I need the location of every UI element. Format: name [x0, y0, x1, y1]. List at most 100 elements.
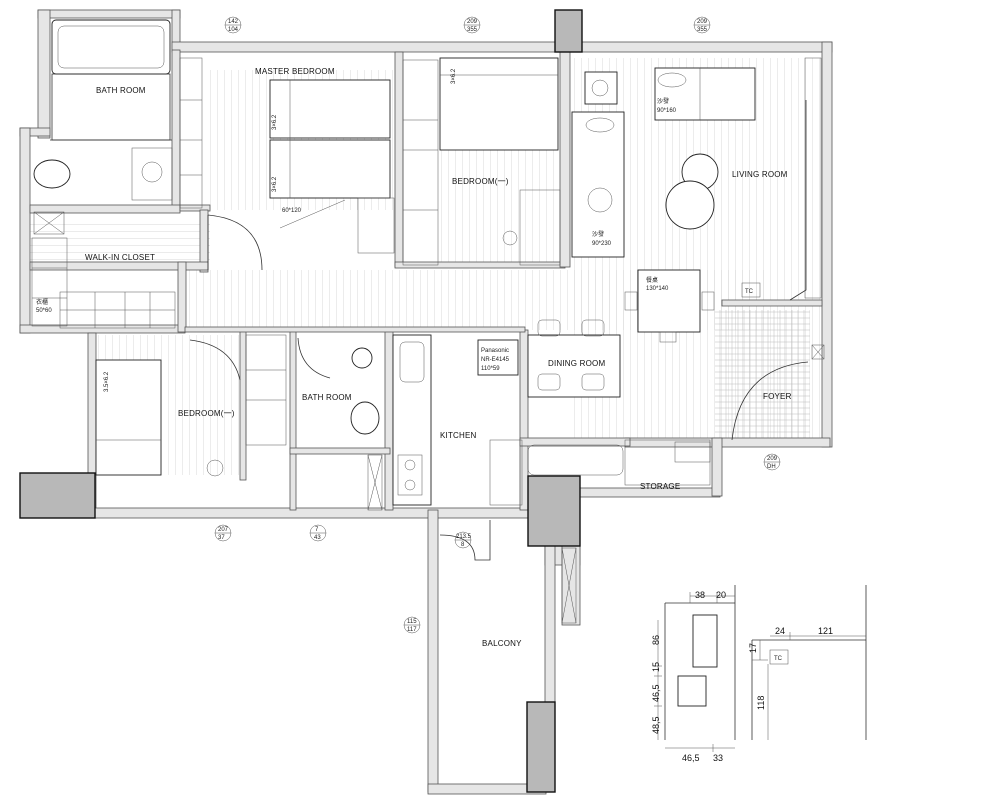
bedroom-lower-bed [95, 359, 162, 476]
room-label-bedroom-lower: BEDROOM(一) [178, 409, 235, 418]
room-label-living-room: LIVING ROOM [732, 170, 788, 179]
detail-b-top-2: 121 [818, 626, 833, 636]
detail-b: 17 24 121 TC 118 [748, 585, 867, 740]
master-bed-1-size: 3×6.2 [272, 114, 278, 130]
fridge-size: 110*59 [481, 366, 500, 372]
master-bed-1 [269, 79, 391, 139]
marker-top: 209 [697, 19, 708, 25]
column-left [19, 472, 96, 519]
living-room: LIVING ROOM 沙發 90*160 沙發 90*230 [571, 57, 822, 301]
fridge [477, 339, 519, 376]
master-bed-2 [269, 139, 391, 199]
balcony: BALCONY [439, 520, 577, 648]
marker: 209 DH [763, 453, 781, 471]
dining-area: DINING ROOM 餐桌 130*140 [527, 269, 715, 398]
sofa-small [654, 67, 756, 121]
marker-top: 142 [228, 19, 239, 25]
marker: 142 104 [224, 16, 242, 34]
section-markers: 142 104 209 355 209 355 209 DH 207 37 [214, 16, 781, 634]
room-label-master-bedroom: MASTER BEDROOM [255, 67, 335, 76]
structural-columns [19, 9, 583, 793]
marker: 213.5 8 [454, 531, 472, 549]
kitchen: KITCHEN Panasonic NR-E4145 110*59 [392, 334, 624, 506]
wardrobe-size: 50*60 [36, 308, 52, 314]
sofa-small-size: 90*160 [657, 108, 677, 114]
sofa-long-label: 沙發 [592, 230, 604, 238]
room-label-bath-lower: BATH ROOM [302, 393, 352, 402]
detail-b-side: 118 [756, 696, 766, 710]
room-label-bath-top: BATH ROOM [96, 86, 146, 95]
marker-bottom: 37 [218, 535, 225, 541]
bath-top: BATH ROOM [33, 19, 173, 235]
sofa-long [571, 111, 625, 258]
detail-a-upper-box [692, 614, 718, 668]
marker-bottom: 104 [228, 27, 239, 33]
room-label-storage: STORAGE [640, 482, 680, 491]
wardrobe-label: 衣櫃 [36, 298, 48, 306]
marker-bottom: 43 [314, 535, 321, 541]
master-bed-spacing: 60*120 [282, 208, 302, 214]
detail-a-top-2: 20 [716, 590, 726, 600]
marker: 209 355 [463, 16, 481, 34]
marker-bottom: 117 [407, 627, 417, 633]
tc-box-label: TC [745, 289, 754, 295]
marker: 207 37 [214, 524, 232, 542]
marker: 209 355 [693, 16, 711, 34]
bedroom-lower-bed-size: 3.5×6.2 [104, 371, 110, 392]
marker-top: 209 [767, 456, 778, 462]
detail-a-left-4: 48,5 [651, 716, 661, 734]
room-label-balcony: BALCONY [482, 639, 522, 648]
bedroom-one-bed-size: 3×6.2 [451, 68, 457, 84]
bedroom-lower: BEDROOM(一) 3.5×6.2 [95, 334, 287, 477]
column-top [554, 9, 583, 53]
room-label-walk-in-closet: WALK-IN CLOSET [85, 253, 155, 262]
foyer: TC FOYER [731, 282, 825, 441]
detail-a-bottom-1: 46,5 [682, 753, 700, 763]
master-bed-2-size: 3×6.2 [272, 176, 278, 192]
marker: 7 43 [309, 524, 327, 542]
detail-a-bottom-2: 33 [713, 753, 723, 763]
marker-bottom: DH [767, 464, 776, 470]
room-label-dining-room: DINING ROOM [548, 359, 605, 368]
room-label-foyer: FOYER [763, 392, 792, 401]
master-bedroom: MASTER BEDROOM 3×6.2 3×6.2 60*120 [179, 57, 395, 271]
detail-a-left-1: 86 [651, 635, 661, 645]
bedroom-one-bed [439, 57, 559, 151]
bedroom-one: BEDROOM(一) 3×6.2 [402, 57, 561, 266]
detail-b-tc: TC [774, 656, 783, 662]
marker-top: 209 [467, 19, 478, 25]
interior-walls [29, 49, 823, 511]
room-label-kitchen: KITCHEN [440, 431, 477, 440]
marker-top: 207 [218, 527, 229, 533]
detail-a: 38 20 86 15 46,5 48,5 46,5 33 [651, 585, 736, 763]
detail-a-left-3: 46,5 [651, 684, 661, 702]
fridge-brand: Panasonic [481, 348, 509, 354]
bath-lower: BATH ROOM [297, 337, 383, 511]
exterior-walls [19, 9, 833, 795]
column-center [527, 475, 581, 547]
detail-a-top-1: 38 [695, 590, 705, 600]
detail-b-top-1: 24 [775, 626, 785, 636]
room-label-bedroom-one: BEDROOM(一) [452, 177, 509, 186]
column-balcony [526, 701, 556, 793]
tv-cabinet [584, 71, 618, 105]
marker-top: 213.5 [456, 534, 472, 540]
detail-a-lower-box [677, 675, 707, 707]
marker-bottom: 355 [697, 27, 708, 33]
sofa-small-label: 沙發 [657, 97, 669, 105]
marker-bottom: 8 [461, 542, 465, 548]
dining-table-size: 130*140 [646, 286, 669, 292]
walk-in-closet: WALK-IN CLOSET 衣櫃 50*60 [31, 237, 176, 329]
sofa-long-size: 90*230 [592, 241, 612, 247]
storage: STORAGE [624, 439, 711, 491]
marker-bottom: 355 [467, 27, 478, 33]
marker-top: 7 [315, 527, 319, 533]
fridge-model: NR-E4145 [481, 357, 510, 363]
marker: 115 117 [403, 616, 421, 634]
dining-table-label: 餐桌 [646, 276, 658, 284]
detail-a-left-2: 15 [651, 662, 661, 672]
detail-b-left: 17 [748, 643, 758, 653]
round-table [665, 180, 715, 230]
marker-top: 115 [407, 619, 417, 625]
